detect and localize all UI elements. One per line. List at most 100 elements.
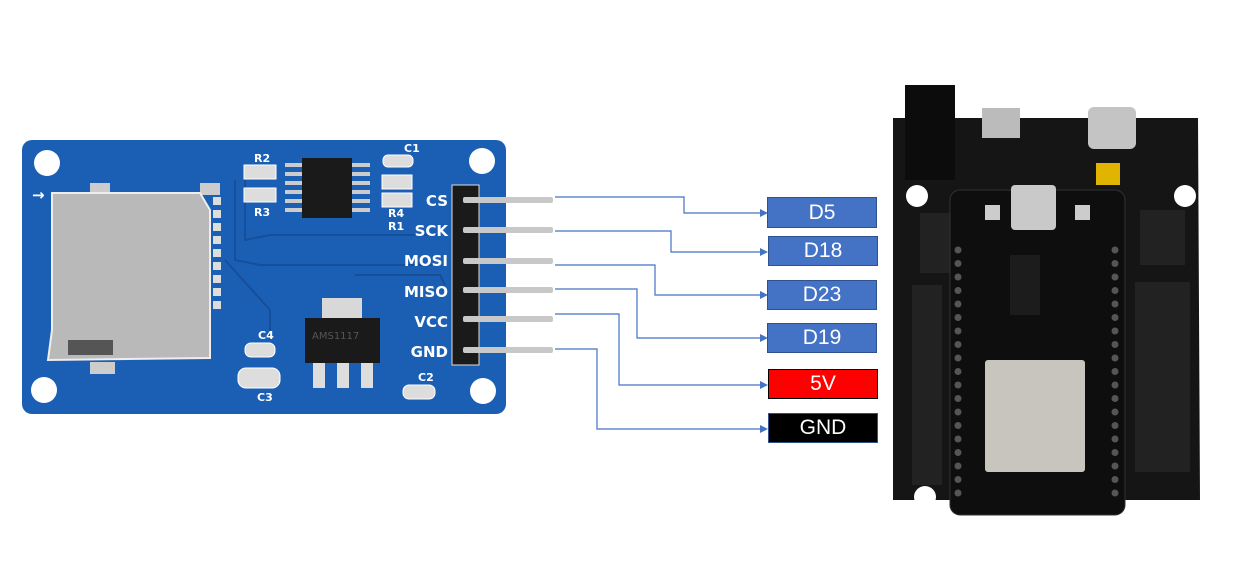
esp-pin-left [954, 489, 962, 497]
pin-label-vcc: VCC [414, 313, 448, 331]
esp-pin-left [954, 435, 962, 443]
esp-pin-right [1111, 260, 1119, 267]
esp-pin-left [954, 408, 962, 416]
esp-pin-right [1111, 287, 1119, 294]
esp-pin-left [954, 422, 962, 429]
esp-pin-left [954, 462, 962, 470]
esp-pin-left [954, 476, 962, 483]
esp32-wroom-module [985, 360, 1085, 472]
esp-pin-right [1111, 273, 1119, 281]
boot-button[interactable] [985, 205, 1000, 220]
esp-pin-left [954, 368, 962, 375]
label-r2: R2 [254, 152, 270, 165]
pin-box-5v: 5V [768, 369, 878, 399]
esp32-board [893, 85, 1200, 516]
mount-hole [34, 150, 60, 176]
sd-card-module: → R2 R3 R4 R1 [22, 140, 553, 414]
devkit-usb-c-port [1011, 185, 1056, 230]
esp-pin-right [1111, 489, 1119, 497]
esp-pin-right [1111, 449, 1119, 456]
jumper [1096, 163, 1120, 185]
arrow-icon [760, 291, 768, 299]
micro-usb-port [982, 108, 1020, 138]
pin-label-gnd: GND [411, 343, 448, 361]
pin-box-d23: D23 [767, 280, 877, 310]
capacitor-c2 [402, 384, 436, 400]
resistor-r1 [381, 192, 413, 208]
esp-pin-left [954, 354, 962, 362]
esp-pin-right [1111, 354, 1119, 362]
mount-hole [470, 378, 496, 404]
voltage-regulator: AMS1117 [305, 298, 380, 388]
label-c2: C2 [418, 371, 434, 384]
esp-pin-right [1111, 435, 1119, 443]
esp-pin-left [954, 449, 962, 456]
dc-jack [905, 85, 955, 180]
esp-pin-right [1111, 408, 1119, 416]
usb-c-port [1088, 107, 1136, 149]
right-header [1135, 282, 1190, 472]
esp-pin-right [1111, 476, 1119, 483]
label-c4: C4 [258, 329, 274, 342]
label-c3: C3 [257, 391, 273, 404]
esp-pin-right [1111, 381, 1119, 389]
esp-pin-left [954, 246, 962, 254]
connection-wires [555, 196, 762, 430]
pin-box-d18: D18 [768, 236, 878, 266]
level-shifter-ic [285, 158, 370, 218]
esp-pin-left [954, 327, 962, 335]
esp-pin-right [1111, 246, 1119, 254]
en-button[interactable] [1075, 205, 1090, 220]
regulator-marking: AMS1117 [312, 331, 359, 342]
pin-label-miso: MISO [404, 283, 448, 301]
capacitor-c4 [244, 342, 276, 358]
wire-miso-d19 [555, 288, 762, 339]
esp-pin-left [954, 300, 962, 308]
arrow-icon [760, 248, 768, 256]
left-header [912, 285, 942, 485]
esp-pin-right [1111, 422, 1119, 429]
wire-vcc-5v [555, 313, 762, 386]
wire-mosi-d23 [555, 264, 762, 296]
pin-box-d19: D19 [767, 323, 877, 353]
esp-pin-left [954, 381, 962, 389]
esp-pin-right [1111, 368, 1119, 375]
pin-box-gnd: GND [768, 413, 878, 443]
pin-label-mosi: MOSI [404, 252, 448, 270]
esp-pin-left [954, 273, 962, 281]
esp-pin-right [1111, 327, 1119, 335]
esp-pin-left [954, 341, 962, 348]
arrow-icon [760, 425, 768, 433]
label-r4: R4 [388, 207, 404, 220]
pin-label-cs: CS [426, 192, 448, 210]
esp-pin-left [954, 260, 962, 267]
pin-header [451, 184, 553, 366]
arrow-icon [760, 381, 768, 389]
esp-pin-left [954, 314, 962, 321]
wire-cs-d5 [555, 196, 762, 214]
esp-pin-right [1111, 462, 1119, 470]
capacitor-c1 [382, 154, 414, 168]
resistor-r4 [381, 174, 413, 190]
arrow-icon [760, 334, 768, 342]
esp-pin-left [954, 287, 962, 294]
esp-pin-right [1111, 300, 1119, 308]
label-r1: R1 [388, 220, 404, 233]
pin-box-d5: D5 [767, 197, 877, 228]
wire-arrows [760, 209, 768, 433]
esp-pin-right [1111, 395, 1119, 402]
wire-sck-d18 [555, 230, 762, 253]
capacitor-c3 [237, 367, 281, 389]
resistor-r2 [243, 164, 277, 180]
esp-pin-left [954, 395, 962, 402]
label-c1: C1 [404, 142, 420, 155]
esp-pin-right [1111, 314, 1119, 321]
mount-hole [469, 148, 495, 174]
arrow-icon: → [32, 186, 45, 204]
mount-hole [31, 377, 57, 403]
microsd-slot: → [32, 183, 221, 374]
wire-gnd-gnd [555, 348, 762, 430]
pin-label-sck: SCK [415, 222, 450, 240]
arrow-icon [760, 209, 768, 217]
